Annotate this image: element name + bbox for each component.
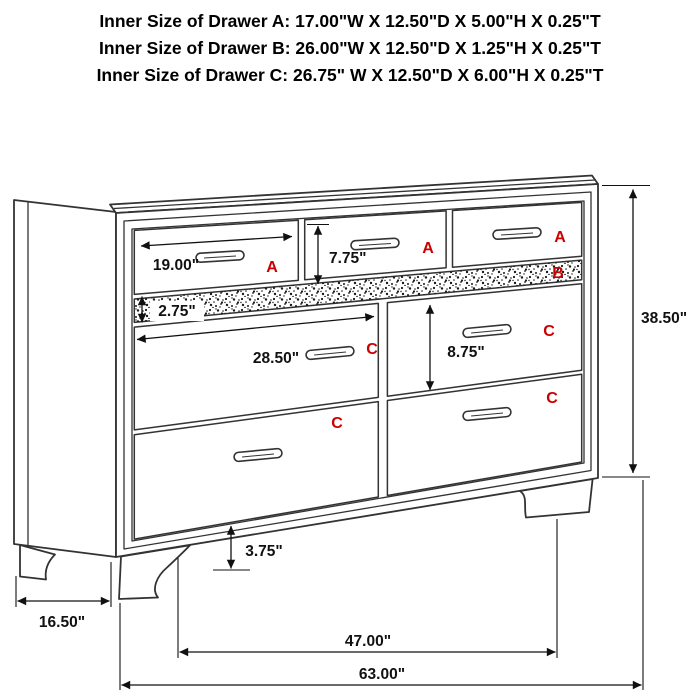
front-frame-middle: [123, 191, 592, 550]
drawer-handle: [233, 447, 283, 463]
drawer-label-b: B: [552, 265, 564, 282]
drawer-label-c-top-left: C: [366, 341, 378, 358]
spec-header: Inner Size of Drawer A: 17.00"W X 12.50"…: [0, 8, 700, 89]
dimension-line: [140, 232, 293, 250]
side-panel-face: [13, 199, 117, 558]
drawer-label-c-bottom-left: C: [331, 415, 343, 432]
label-background: [441, 342, 491, 362]
front-frame-inner: [131, 200, 585, 542]
dimension-foot-span: 47.00": [177, 519, 558, 658]
drawer-letter-labels: A A A B C C C C: [266, 229, 566, 432]
dresser-side-panel: [13, 199, 117, 581]
dimension-annotations: 19.00" 7.75" 2.75" 28.50" 8.75": [15, 184, 687, 690]
dimension-drawer-c-width: 28.50": [136, 313, 375, 367]
front-left-foot: [118, 544, 191, 600]
drawer-handle: [462, 323, 512, 339]
spec-line-drawer-c: Inner Size of Drawer C: 26.75" W X 12.50…: [96, 65, 604, 85]
dimension-label: 28.50": [253, 350, 299, 367]
dimension-base-height: 3.75": [213, 525, 289, 571]
dimension-drawer-a-front-height: 7.75": [307, 223, 367, 285]
drawer-handle: [492, 226, 542, 241]
dimension-line: [136, 313, 375, 343]
drawer-handle: [305, 345, 355, 361]
dimension-label: 38.50": [641, 310, 687, 327]
drawer-label-c-top-right: C: [543, 323, 555, 340]
dimension-label: 3.75": [245, 543, 283, 560]
drawer-label-a3: A: [554, 229, 566, 246]
dimension-label: 8.75": [447, 344, 485, 361]
drawer-c-bottom-right: [386, 373, 583, 497]
drawer-label-c-bottom-right: C: [546, 390, 558, 407]
drawer-label-a2: A: [422, 240, 434, 257]
dimension-label: 47.00": [345, 633, 391, 650]
dimension-drawer-a-width: 19.00": [140, 232, 293, 274]
dimension-drawer-c-front-height: 8.75": [425, 304, 491, 391]
dimension-overall-height: 38.50": [602, 184, 687, 478]
drawer-c-bottom-left: [133, 400, 380, 540]
back-left-foot: [19, 544, 56, 581]
drawer-b-glitter-texture: [134, 260, 582, 323]
label-background: [239, 541, 289, 561]
drawer-c-top-right: [386, 282, 583, 397]
drawer-label-a1: A: [266, 259, 278, 276]
dimension-side-depth: 16.50": [15, 562, 112, 631]
drawer-handle: [350, 237, 400, 251]
dimension-label: 7.75": [329, 250, 367, 267]
top-slab-edge-line: [113, 179, 596, 210]
dimension-label: 19.00": [153, 257, 199, 274]
dimension-label: 16.50": [39, 614, 85, 631]
dimension-overall-width: 63.00": [119, 480, 644, 690]
spec-line-drawer-b: Inner Size of Drawer B: 26.00"W X 12.50"…: [99, 38, 601, 58]
spec-line-drawer-a: Inner Size of Drawer A: 17.00"W X 12.50"…: [99, 11, 601, 31]
drawer-handle: [195, 249, 245, 264]
dimension-label: 63.00": [359, 666, 405, 683]
drawer-handle: [462, 406, 512, 422]
dimension-label: 2.75": [158, 303, 196, 320]
drawer-handles: [195, 226, 542, 463]
